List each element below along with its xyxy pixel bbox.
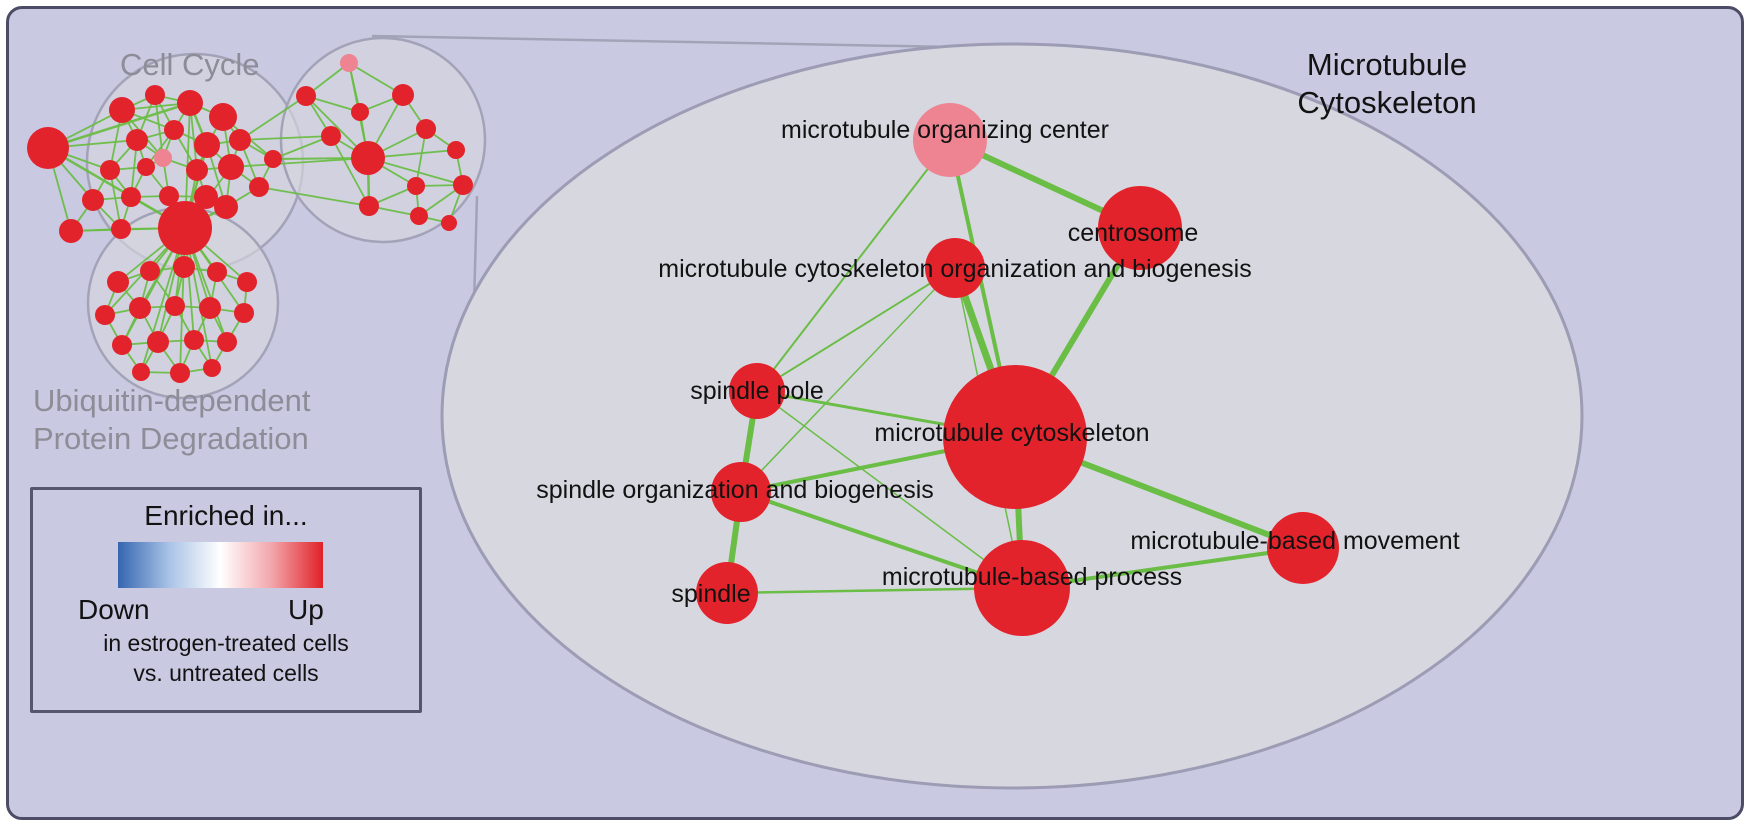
overview-node [218, 154, 244, 180]
detail-node-mct [943, 365, 1087, 509]
overview-node [264, 150, 282, 168]
overview-node [407, 177, 425, 195]
overview-node [170, 363, 190, 383]
overview-node [229, 129, 251, 151]
overview-node [207, 262, 227, 282]
detail-node-label-spindle: spindle [671, 580, 750, 608]
detail-node-label-mbp: microtubule-based process [882, 563, 1182, 591]
overview-node [237, 272, 257, 292]
overview-node [159, 186, 179, 206]
overview-node [296, 86, 316, 106]
overview-node [351, 141, 385, 175]
detail-edge [726, 586, 1023, 595]
overview-edge [239, 135, 332, 141]
overview-node [165, 296, 185, 316]
overview-node [158, 201, 212, 255]
overview-node [126, 129, 148, 151]
overview-node [121, 187, 141, 207]
detail-edge [756, 267, 956, 392]
overview-edge [109, 169, 122, 230]
detail-node-moc [913, 103, 987, 177]
overview-node [453, 175, 473, 195]
overview-node [234, 303, 254, 323]
overview-node [112, 335, 132, 355]
detail-node-label-spindle_pole: spindle pole [690, 377, 823, 405]
overview-node [441, 215, 457, 231]
cluster-circle-microtubule-cytoskeleton [279, 36, 487, 244]
overview-node [209, 103, 237, 131]
overview-node [186, 159, 208, 181]
overview-edge [230, 157, 369, 168]
overview-node [173, 256, 195, 278]
overview-node [203, 359, 221, 377]
detail-node-label-centrosome: centrosome [1068, 219, 1199, 247]
overview-node [154, 149, 172, 167]
overview-node [145, 85, 165, 105]
overview-node [199, 297, 221, 319]
overview-node [164, 120, 184, 140]
overview-node [351, 103, 369, 121]
magnifier-line [371, 34, 1006, 50]
overview-node [194, 185, 218, 209]
overview-node [109, 97, 135, 123]
overview-node [129, 297, 151, 319]
overview-node [100, 160, 120, 180]
detail-node-centrosome [1098, 186, 1182, 270]
overview-edge [258, 186, 370, 207]
overview-node [107, 271, 129, 293]
detail-node-spindle_pole [729, 363, 785, 419]
overview-node [27, 127, 69, 169]
overview-node [214, 195, 238, 219]
overview-node [447, 141, 465, 159]
detail-node-mbp [974, 540, 1070, 636]
overview-node [359, 196, 379, 216]
overview-node [249, 177, 269, 197]
overview-edge [330, 135, 370, 207]
overview-node [392, 84, 414, 106]
overview-edge [239, 95, 307, 141]
overview-node [321, 126, 341, 146]
detail-node-label-mco: microtubule cytoskeleton organization an… [658, 255, 1251, 283]
overview-node [59, 219, 83, 243]
overview-node [217, 332, 237, 352]
detail-node-mbm [1267, 512, 1339, 584]
detail-node-spindle_org [711, 462, 771, 522]
overview-node [95, 305, 115, 325]
overview-node [194, 132, 220, 158]
overview-node [410, 207, 428, 225]
overview-edge [272, 135, 332, 160]
overview-node [132, 363, 150, 381]
detail-edge [740, 490, 1023, 590]
detail-node-label-spindle_org: spindle organization and biogenesis [536, 476, 934, 504]
detail-node-label-mct: microtubule cytoskeleton [874, 419, 1149, 447]
overview-node [137, 158, 155, 176]
overview-node [111, 219, 131, 239]
overview-node [184, 330, 204, 350]
detail-edge [756, 390, 1023, 589]
detail-node-spindle [696, 562, 758, 624]
overview-node [147, 331, 169, 353]
overview-node [82, 189, 104, 211]
overview-node [140, 261, 160, 281]
overview-node [340, 54, 358, 72]
detail-node-label-moc: microtubule organizing center [781, 116, 1109, 144]
detail-node-mco [925, 238, 985, 298]
detail-edge [740, 267, 956, 493]
detail-node-label-mbm: microtubule-based movement [1130, 527, 1459, 555]
detail-edge [756, 139, 951, 392]
overview-node [177, 90, 203, 116]
overview-node [416, 119, 436, 139]
